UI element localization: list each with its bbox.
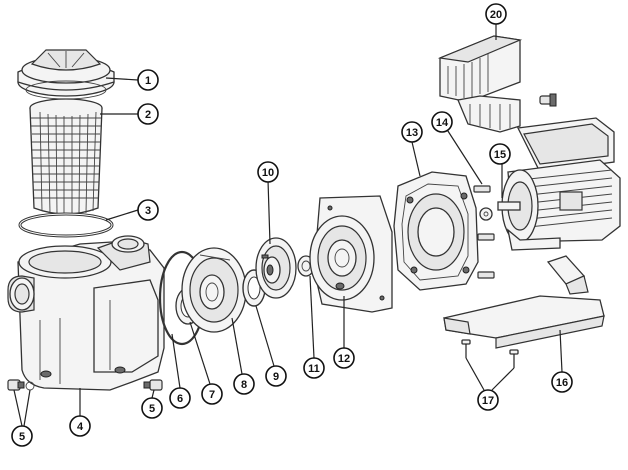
svg-text:16: 16 bbox=[556, 377, 568, 389]
svg-text:6: 6 bbox=[177, 393, 183, 405]
impeller bbox=[255, 237, 297, 299]
svg-text:5: 5 bbox=[19, 431, 25, 443]
callout-10: 10 bbox=[257, 161, 279, 183]
controller bbox=[437, 35, 557, 133]
svg-text:12: 12 bbox=[338, 353, 350, 365]
diffuser bbox=[181, 247, 247, 333]
callout-16: 16 bbox=[551, 371, 573, 393]
svg-text:14: 14 bbox=[436, 117, 449, 129]
base-screws bbox=[461, 339, 519, 368]
callout-14: 14 bbox=[431, 111, 453, 133]
callout-6: 6 bbox=[169, 387, 191, 409]
strainer-basket bbox=[29, 98, 103, 215]
callout-11: 11 bbox=[303, 357, 325, 379]
callout-4: 4 bbox=[69, 415, 91, 437]
svg-text:1: 1 bbox=[145, 75, 151, 87]
callout-15: 15 bbox=[489, 143, 511, 165]
lid-o-ring bbox=[18, 212, 114, 238]
svg-text:8: 8 bbox=[241, 379, 247, 391]
svg-text:10: 10 bbox=[262, 167, 274, 179]
strainer-lid bbox=[17, 49, 115, 100]
svg-text:7: 7 bbox=[209, 389, 215, 401]
svg-text:2: 2 bbox=[145, 109, 151, 121]
callout-17: 17 bbox=[477, 389, 499, 411]
callout-2: 2 bbox=[137, 103, 159, 125]
callout-8: 8 bbox=[233, 373, 255, 395]
drain-plug-right bbox=[143, 379, 163, 391]
callout-13: 13 bbox=[401, 121, 423, 143]
seal-plate bbox=[309, 195, 393, 313]
callout-9: 9 bbox=[265, 365, 287, 387]
callout-5-left: 5 bbox=[11, 425, 33, 447]
motor-mounting-plate bbox=[393, 171, 479, 291]
svg-text:3: 3 bbox=[145, 205, 151, 217]
motor-base bbox=[443, 255, 605, 349]
svg-text:11: 11 bbox=[308, 363, 320, 375]
svg-text:20: 20 bbox=[490, 9, 502, 21]
svg-text:17: 17 bbox=[482, 395, 494, 407]
svg-text:4: 4 bbox=[77, 421, 84, 433]
svg-text:15: 15 bbox=[494, 149, 506, 161]
pump-housing bbox=[7, 235, 165, 391]
svg-text:13: 13 bbox=[406, 127, 418, 139]
mounting-bolts bbox=[473, 185, 495, 279]
callout-20: 20 bbox=[485, 3, 507, 25]
callout-1: 1 bbox=[137, 69, 159, 91]
callout-5-right: 5 bbox=[141, 397, 163, 419]
callout-12: 12 bbox=[333, 347, 355, 369]
drain-plug-left bbox=[7, 379, 35, 391]
svg-text:5: 5 bbox=[149, 403, 155, 415]
leader-lines bbox=[13, 22, 563, 427]
callout-3: 3 bbox=[137, 199, 159, 221]
motor bbox=[497, 117, 621, 251]
callout-7: 7 bbox=[201, 383, 223, 405]
svg-text:9: 9 bbox=[273, 371, 279, 383]
